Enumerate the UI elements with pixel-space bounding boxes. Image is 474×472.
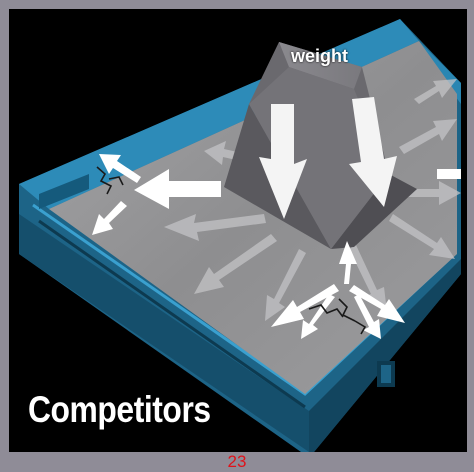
diagram-frame: weight Competitors xyxy=(9,9,467,452)
page-number: 23 xyxy=(0,453,474,470)
weight-label: weight xyxy=(291,47,348,65)
figure-caption: Competitors xyxy=(28,391,211,428)
diagram-illustration xyxy=(9,9,467,452)
